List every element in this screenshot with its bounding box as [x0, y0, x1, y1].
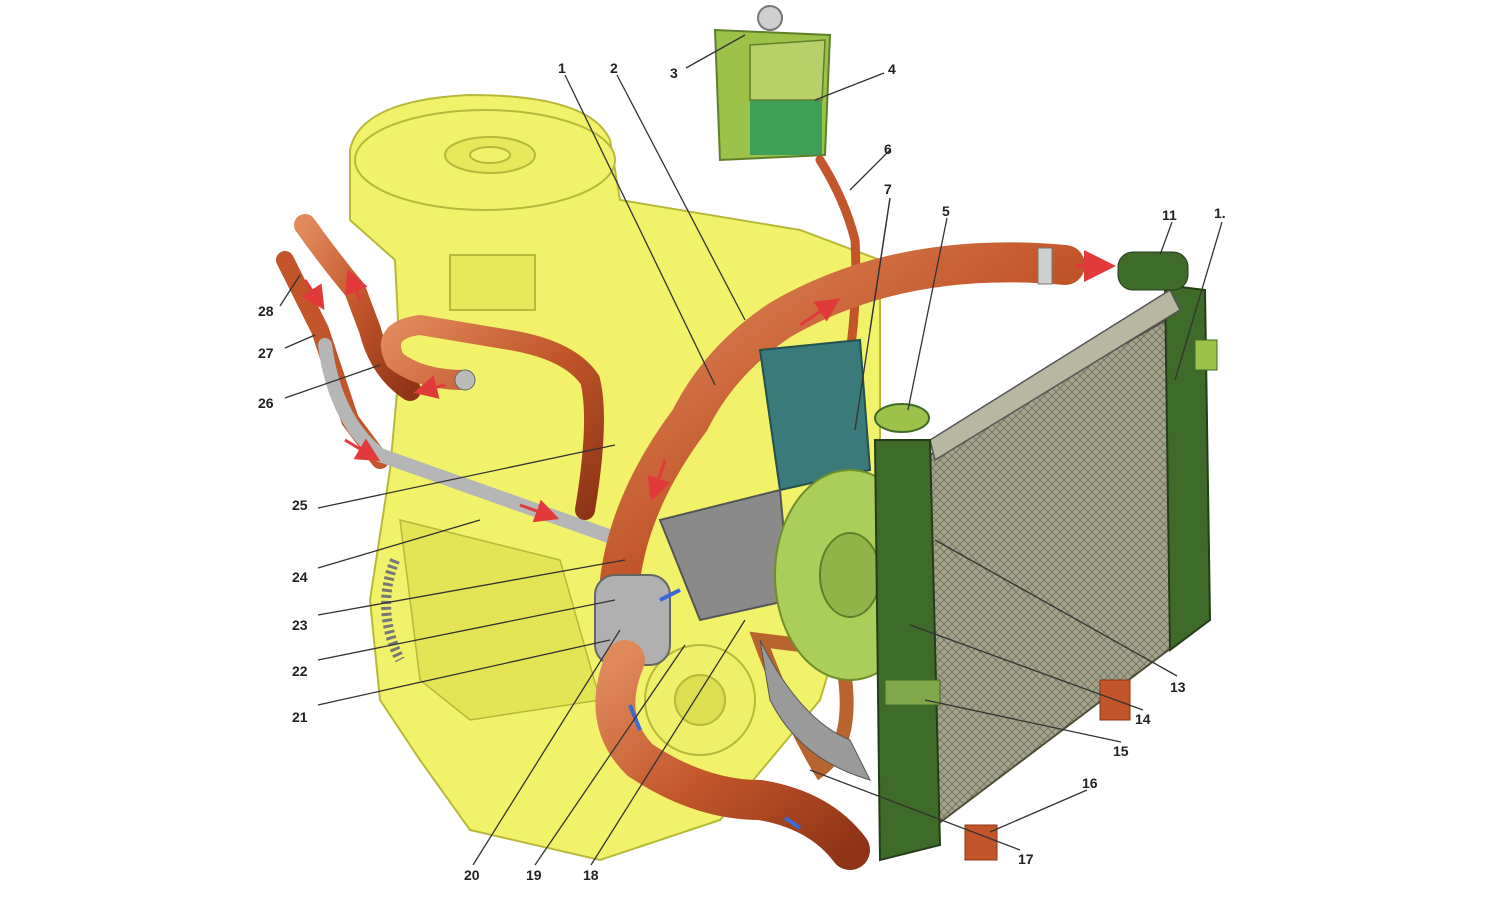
flow-arrow-left-5	[519, 499, 560, 523]
radiator-core	[929, 313, 1176, 833]
callout-5: 5	[942, 203, 950, 219]
expansion-tank	[713, 5, 861, 435]
heater-loop-hose	[380, 314, 604, 520]
callout-1: 1	[558, 60, 566, 76]
callout-20: 20	[464, 867, 480, 883]
callout-22: 22	[292, 663, 308, 679]
callout-4: 4	[888, 61, 896, 77]
radiator-filler-neck	[874, 403, 930, 433]
flow-arrow-lower-blue-2	[783, 816, 802, 830]
lower-hose-path	[595, 640, 870, 870]
callout-28: 28	[258, 303, 274, 319]
carburetor-block	[449, 254, 536, 311]
leader-lines	[279, 34, 1223, 866]
hose-clamp-26	[454, 369, 476, 391]
flow-arrow-upper-1	[799, 298, 840, 327]
callout-15: 15	[1113, 743, 1129, 759]
flow-arrow-upper-2	[647, 459, 671, 502]
callout-2: 2	[610, 60, 618, 76]
flywheel-teeth	[381, 558, 405, 663]
callout-3: 3	[670, 65, 678, 81]
thermostat-cover	[758, 338, 872, 492]
air-filter-inner-ring	[469, 146, 511, 164]
callout-6: 6	[884, 141, 892, 157]
tank-cutaway	[749, 39, 826, 101]
callout-27: 27	[258, 345, 274, 361]
callout-12: 1.	[1214, 205, 1226, 221]
flow-arrow-left-4	[344, 438, 381, 462]
fan-shroud	[759, 639, 871, 781]
upper-hose-path	[600, 242, 1085, 600]
thermostat-pump-assembly	[594, 338, 872, 666]
callout-16: 16	[1082, 775, 1098, 791]
callout-19: 19	[526, 867, 542, 883]
callout-labels: 1 2 3 4 5 6 7 11 1. 13 14 15 16 17 18 19…	[258, 60, 1226, 883]
radiator-inlet-pipe	[1117, 251, 1189, 291]
fan-hub	[819, 532, 881, 618]
radiator	[873, 251, 1218, 862]
callout-26: 26	[258, 395, 274, 411]
callout-14: 14	[1135, 711, 1151, 727]
callout-13: 13	[1170, 679, 1186, 695]
callout-7: 7	[884, 181, 892, 197]
radiator-left-tank	[873, 439, 942, 862]
callout-25: 25	[292, 497, 308, 513]
flow-arrow-left-2	[345, 268, 368, 301]
callout-17: 17	[1018, 851, 1034, 867]
heater-pipes	[276, 214, 627, 547]
upper-hose-clamp	[1037, 247, 1053, 285]
flow-arrow-left-1	[301, 279, 325, 311]
tank-cap	[757, 5, 783, 31]
callout-23: 23	[292, 617, 308, 633]
crank-pulley-hub	[674, 674, 726, 726]
callout-11: 11	[1162, 207, 1177, 223]
radiator-top-frame	[929, 288, 1181, 462]
callout-21: 21	[292, 709, 308, 725]
callout-24: 24	[292, 569, 308, 585]
upper-radiator-hose	[600, 242, 1116, 600]
radiator-mount-top	[1194, 339, 1218, 371]
tank-coolant-level	[750, 100, 822, 155]
flow-arrow-pump-blue	[659, 588, 681, 602]
callout-18: 18	[583, 867, 599, 883]
flow-arrow-left-3	[413, 375, 446, 399]
engine-side-detail	[399, 519, 601, 721]
